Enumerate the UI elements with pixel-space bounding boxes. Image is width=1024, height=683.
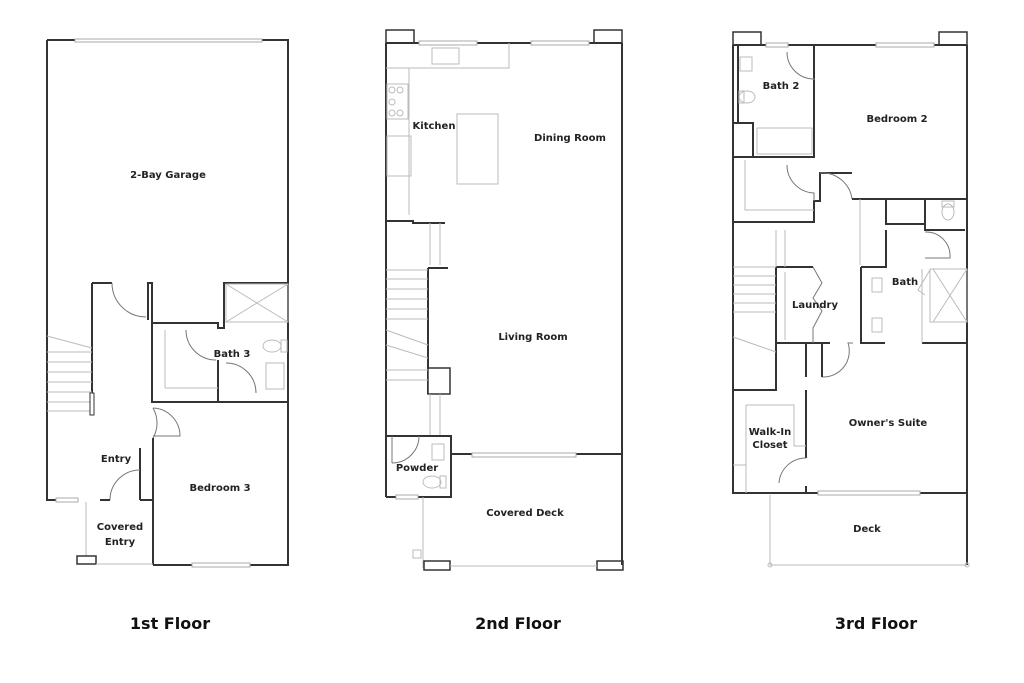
- floor-plan-3rd: Bath 2 Bedroom 2 Laundry Bath Walk-In Cl…: [732, 31, 970, 568]
- floor-title-3rd: 3rd Floor: [834, 614, 918, 633]
- stairs: [732, 230, 786, 353]
- floor-title-1st: 1st Floor: [129, 614, 211, 633]
- floor-plan-1st: 2-Bay Garage Bath 3 Entry Bedroom 3 Cove…: [46, 38, 289, 568]
- room-label-owners-suite: Owner's Suite: [849, 418, 928, 429]
- room-label-garage: 2-Bay Garage: [130, 170, 206, 181]
- room-label-bedroom-3: Bedroom 3: [189, 483, 250, 494]
- room-label-covered-deck: Covered Deck: [486, 508, 564, 519]
- stairs: [385, 269, 429, 381]
- room-label-walk-in-closet-2: Closet: [752, 440, 787, 451]
- floor-title-2nd: 2nd Floor: [475, 614, 561, 633]
- room-label-entry: Entry: [101, 454, 132, 465]
- room-label-walk-in-closet: Walk-In: [749, 427, 792, 438]
- room-label-laundry: Laundry: [792, 300, 838, 311]
- room-label-bath: Bath: [892, 277, 918, 288]
- room-label-powder: Powder: [396, 463, 438, 474]
- room-label-covered-entry-2: Entry: [105, 537, 136, 548]
- room-label-bath-2: Bath 2: [763, 81, 800, 92]
- room-label-dining-room: Dining Room: [534, 133, 606, 144]
- room-label-bedroom-2: Bedroom 2: [866, 114, 927, 125]
- room-label-kitchen: Kitchen: [413, 121, 456, 132]
- room-label-covered-entry: Covered: [97, 522, 143, 533]
- floor-plan-2nd: Kitchen Dining Room Living Room Powder C…: [385, 29, 624, 571]
- stairs: [46, 335, 93, 412]
- room-label-bath-3: Bath 3: [214, 349, 251, 360]
- room-label-deck: Deck: [853, 524, 881, 535]
- room-label-living-room: Living Room: [498, 332, 567, 343]
